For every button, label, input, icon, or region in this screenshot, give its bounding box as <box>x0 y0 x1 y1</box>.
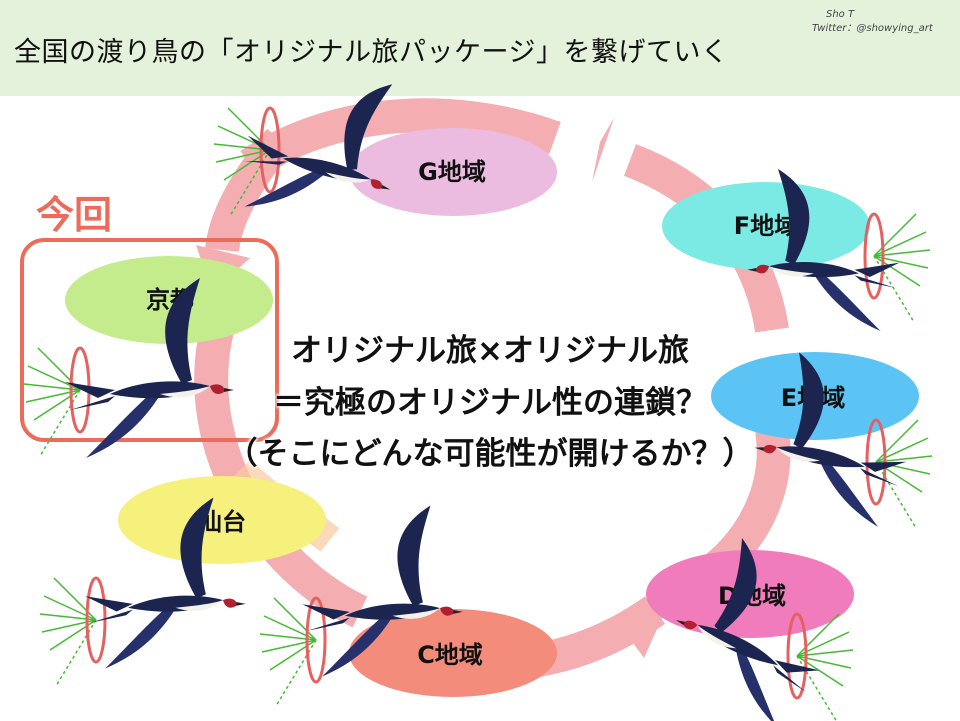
region-f-blob <box>662 182 870 270</box>
wind-ring-g <box>213 106 281 217</box>
credit-handle: Twitter：@showying_art <box>812 23 933 34</box>
region-label-c: C地域 <box>417 641 483 669</box>
current-label: 今回 <box>36 193 112 237</box>
region-sendai-blob <box>118 476 326 564</box>
wind-ring-d <box>786 612 854 721</box>
region-g-blob <box>349 128 557 216</box>
author-credit: Sho T Twitter：@showying_art <box>812 8 933 36</box>
wind-ring-f <box>863 212 931 323</box>
center-line-3: （そこにどんな可能性が開けるか？） <box>226 436 754 472</box>
wind-ring-sendai <box>39 576 107 687</box>
center-line-2: ＝究極のオリジナル性の連鎖？ <box>273 385 707 421</box>
region-label-g: G地域 <box>418 158 486 186</box>
region-c-blob <box>349 609 557 697</box>
credit-name: Sho T <box>826 9 855 20</box>
header-bar: 全国の渡り鳥の「オリジナル旅パッケージ」を繋げていく Sho T Twitter… <box>0 0 960 96</box>
wind-ring-e <box>865 418 933 529</box>
center-line-1: オリジナル旅×オリジナル旅 <box>291 333 689 369</box>
current-highlight-frame <box>20 238 279 442</box>
wind-ring-c <box>259 596 327 707</box>
page-title: 全国の渡り鳥の「オリジナル旅パッケージ」を繋げていく <box>14 37 729 68</box>
region-label-f: F地域 <box>734 212 798 240</box>
region-kyoto-blob <box>65 256 273 344</box>
